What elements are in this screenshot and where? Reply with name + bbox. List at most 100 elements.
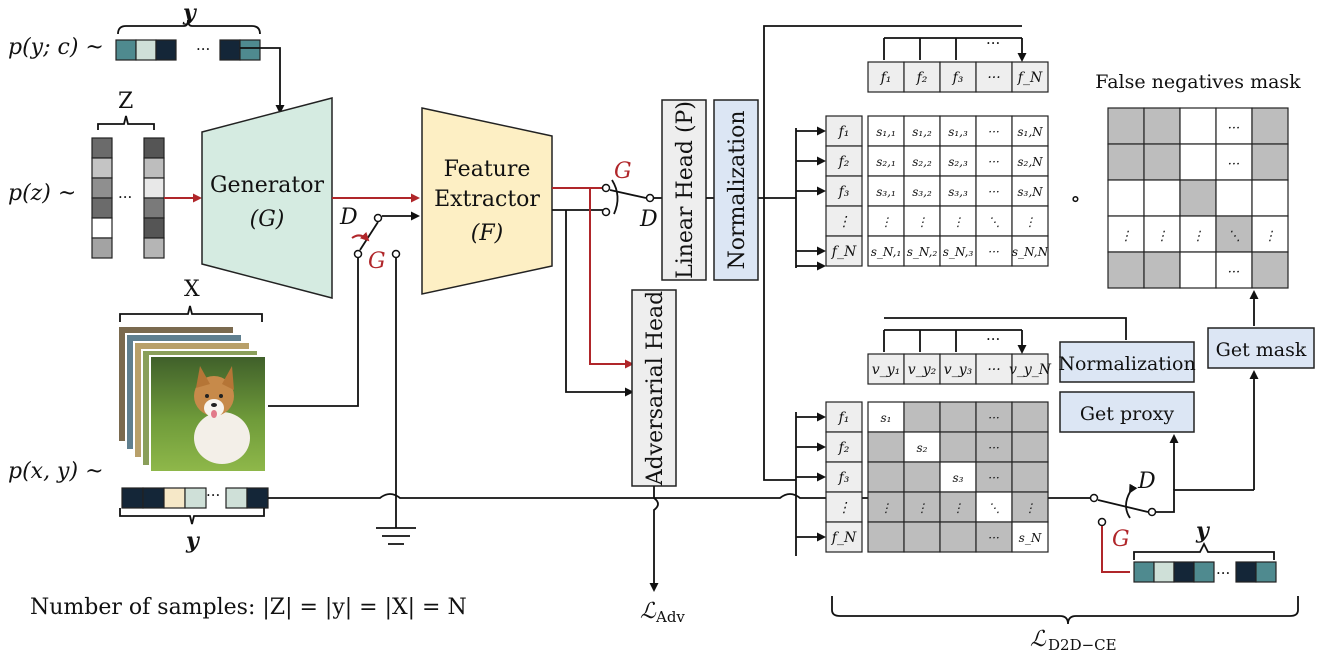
vector-cell — [135, 39, 157, 61]
label-y-top: y — [182, 0, 198, 26]
mask-label: ⋮ — [1156, 229, 1169, 244]
dist-label-xy: p(x, y) ~ — [8, 459, 104, 484]
matrix-label: ··· — [988, 125, 999, 139]
matrix-cell — [939, 235, 977, 267]
mask-cell — [1107, 107, 1145, 145]
matrix-cell — [1011, 401, 1049, 433]
header-cell — [975, 353, 1013, 385]
false-negatives-mask: ······⋮⋮⋮⋱⋮··· — [1107, 107, 1289, 289]
header-label: f₂ — [916, 70, 928, 86]
matrix-label: s₁,₂ — [912, 125, 932, 139]
matrix-label: s_N,₂ — [907, 245, 938, 259]
matrix-cell — [939, 461, 977, 493]
vector-cell — [91, 177, 113, 199]
vector-cell — [142, 487, 165, 509]
noise-vector-2 — [143, 137, 165, 259]
header-cell — [1011, 353, 1049, 385]
header-cell — [1011, 61, 1049, 93]
vector-cell — [246, 487, 269, 509]
matrix-label: ⋮ — [916, 215, 928, 229]
mask-cell — [1251, 107, 1289, 145]
matrix-label: s₂,₃ — [948, 155, 968, 169]
matrix-cell — [903, 521, 941, 553]
ellipsis-z: ··· — [118, 188, 132, 206]
vector-cell — [91, 237, 113, 259]
switch-head-D: D — [639, 207, 658, 232]
matrix-label: ⋮ — [952, 215, 964, 229]
label-X: X — [184, 277, 200, 302]
header-label: f₃ — [838, 470, 850, 486]
vector-cell — [143, 157, 165, 179]
wire-extractor-to-adv — [565, 210, 634, 397]
get-mask-label: Get mask — [1216, 339, 1307, 361]
header-cell — [825, 401, 863, 433]
matrix-cell — [903, 491, 941, 523]
brace-d2d-loss — [831, 596, 1299, 625]
normalization-vertical-block: Normalization — [713, 99, 759, 281]
loss-adv-sub: Adv — [655, 608, 685, 626]
switch-input-D: D — [339, 205, 358, 230]
matrix-cell — [903, 461, 941, 493]
wire-features-to-top — [763, 25, 1022, 198]
get-mask-box: Get mask — [1207, 327, 1315, 369]
mask-label: ⋮ — [1120, 229, 1133, 244]
mask-label: ··· — [1228, 121, 1240, 136]
matrix-cell — [1011, 235, 1049, 267]
header-label: v_y₃ — [944, 362, 973, 378]
matrix-label: s₂,N — [1017, 155, 1043, 169]
ellipsis-y-bottom: ··· — [206, 486, 220, 504]
switch-right-D: D — [1137, 469, 1156, 494]
wire-proxy-fan — [883, 330, 1022, 352]
vector-cell — [1193, 561, 1215, 583]
label-y-bottom: y — [185, 528, 201, 554]
matrix-label: s₁,₁ — [876, 125, 896, 139]
vector-cell — [91, 197, 113, 219]
matrix-label: ⋮ — [1024, 501, 1036, 515]
header-label: ··· — [987, 70, 1000, 86]
header-cell — [903, 353, 941, 385]
vector-cell — [115, 39, 137, 61]
vector-cell — [1153, 561, 1175, 583]
dist-label-z: p(z) ~ — [8, 181, 76, 206]
header-cell — [825, 145, 863, 177]
matrix-label: ⋮ — [1024, 215, 1036, 229]
header-label: f₁ — [838, 124, 850, 140]
matrix-label: ⋮ — [952, 501, 964, 515]
matrix-label: ··· — [988, 441, 999, 455]
mask-cell — [1143, 215, 1181, 253]
matrix-cell — [1011, 115, 1049, 147]
vector-cell — [1235, 561, 1257, 583]
vector-cell — [219, 39, 241, 61]
matrix-cell — [1011, 431, 1049, 463]
matrix-cell — [939, 175, 977, 207]
samples-note: Number of samples: |Z| = |y| = |X| = N — [30, 595, 467, 620]
mask-cell — [1251, 215, 1289, 253]
vector-cell — [1173, 561, 1195, 583]
normalization-box-label: Normalization — [1058, 353, 1195, 375]
vector-cell — [91, 217, 113, 239]
matrix-label: ⋱ — [988, 215, 1000, 229]
matrix-label: ··· — [988, 185, 999, 199]
vector-cell — [91, 157, 113, 179]
mask-cell — [1179, 107, 1217, 145]
vector-cell — [143, 137, 165, 159]
header-label: f_N — [831, 244, 857, 260]
mask-label: ⋱ — [1228, 229, 1241, 244]
header-label: f₁ — [838, 410, 850, 426]
normalization-box: Normalization — [1058, 341, 1196, 383]
matrix-label: s₃,N — [1017, 185, 1043, 199]
label-vector-right — [1133, 561, 1277, 583]
mask-cell — [1143, 251, 1181, 289]
vector-cell — [121, 487, 144, 509]
header-label: f₂ — [838, 440, 850, 456]
linear-head-label: Linear Head (P) — [673, 101, 698, 279]
matrix-cell — [1011, 521, 1049, 553]
header-cell — [867, 61, 905, 93]
mask-cell — [1107, 251, 1145, 289]
header-cell — [825, 491, 863, 523]
matrix-label: s₂,₂ — [912, 155, 932, 169]
matrix-cell — [1011, 461, 1049, 493]
